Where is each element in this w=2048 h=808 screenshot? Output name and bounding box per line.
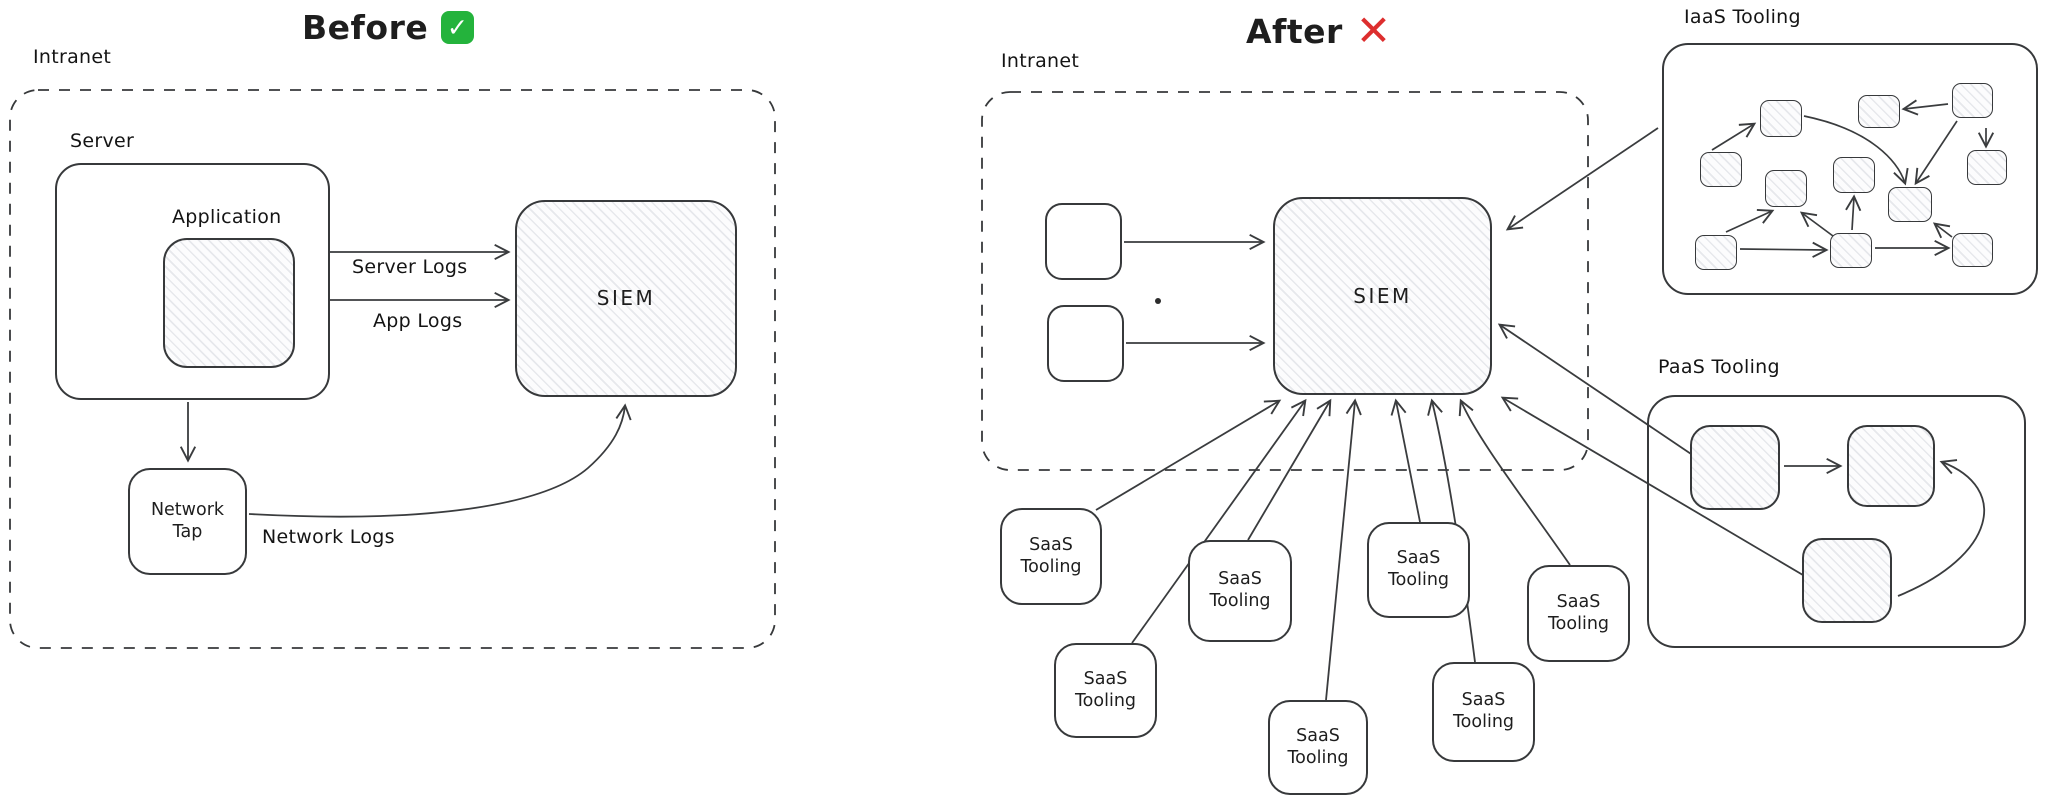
saas-tooling-label: SaaS Tooling [1452,690,1515,732]
saas-tooling-label: SaaS Tooling [1209,569,1271,611]
paas-node [1690,425,1780,510]
network-tap-box: Network Tap [128,468,247,575]
after-siem-label: SIEM [1353,283,1412,308]
iaas-node [1760,100,1802,137]
saas-tooling-label: SaaS Tooling [1020,534,1082,577]
application-box [163,238,295,368]
arrow-network-logs [248,403,632,518]
arrow-saas7-to-siem [1458,398,1571,566]
network-logs-label: Network Logs [262,526,395,548]
after-intranet-label: Intranet [1001,50,1080,72]
iaas-node [1952,83,1993,118]
saas-tooling-box: SaaS Tooling [1188,540,1292,642]
iaas-node [1765,170,1807,207]
saas-tooling-label: SaaS Tooling [1387,548,1450,590]
application-label: Application [172,206,282,228]
after-siem-box: SIEM [1273,197,1492,395]
iaas-node [1700,152,1742,187]
iaas-node [1952,233,1993,267]
arrow-saas5-to-siem [1390,398,1421,523]
arrow-iaas-to-siem [1505,127,1659,231]
intranet-source-box-1 [1045,203,1122,280]
iaas-tooling-label: IaaS Tooling [1684,6,1801,28]
iaas-node [1833,157,1875,193]
iaas-container [1662,43,2038,295]
arrow-saas2-to-siem [1131,398,1307,644]
arrow-saas4-to-siem [1325,398,1362,701]
after-arrows [1095,127,1809,701]
saas-tooling-box: SaaS Tooling [1367,522,1470,618]
arrow-paas3-to-siem [1500,396,1809,579]
iaas-node [1830,233,1872,268]
saas-tooling-box: SaaS Tooling [1000,508,1102,605]
cross-mark-icon: ✕ [1355,6,1392,55]
network-tap-label: Network Tap [150,499,225,542]
before-title: Before ✓ [302,8,475,47]
saas-tooling-box: SaaS Tooling [1054,643,1157,738]
intranet-source-box-2 [1047,305,1124,382]
server-label: Server [70,130,135,152]
paas-internal-arrows [1784,457,1985,597]
app-logs-label: App Logs [373,310,463,332]
before-arrows [179,243,632,518]
check-mark-icon: ✓ [441,11,475,44]
iaas-node [1858,95,1900,128]
after-title: After ✕ [1246,10,1392,52]
iaas-internal-arrows [1711,99,1995,258]
server-logs-label: Server Logs [352,256,468,278]
arrow-saas6-to-siem [1427,398,1476,663]
before-title-text: Before [302,8,429,47]
arrow-paas1-to-siem [1497,323,1698,459]
saas-tooling-label: SaaS Tooling [1074,668,1137,711]
paas-container [1647,395,2026,648]
iaas-node [1888,187,1932,222]
after-intranet-boundary [981,91,1589,471]
before-siem-label: SIEM [596,286,656,310]
arrow-saas1-to-siem [1095,399,1282,511]
saas-tooling-label: SaaS Tooling [1547,591,1610,634]
saas-tooling-box: SaaS Tooling [1268,700,1368,795]
arrow-saas3-to-siem [1247,398,1332,541]
paas-tooling-label: PaaS Tooling [1658,356,1780,378]
after-title-text: After [1246,11,1343,51]
saas-tooling-box: SaaS Tooling [1432,662,1535,762]
iaas-node [1695,235,1737,270]
saas-tooling-box: SaaS Tooling [1527,565,1630,662]
ellipsis-dot [1155,298,1161,304]
paas-node [1847,425,1935,507]
iaas-node [1967,150,2007,185]
before-siem-box: SIEM [515,200,737,397]
paas-node [1802,538,1892,623]
saas-tooling-label: SaaS Tooling [1287,725,1349,768]
before-intranet-label: Intranet [33,46,112,68]
